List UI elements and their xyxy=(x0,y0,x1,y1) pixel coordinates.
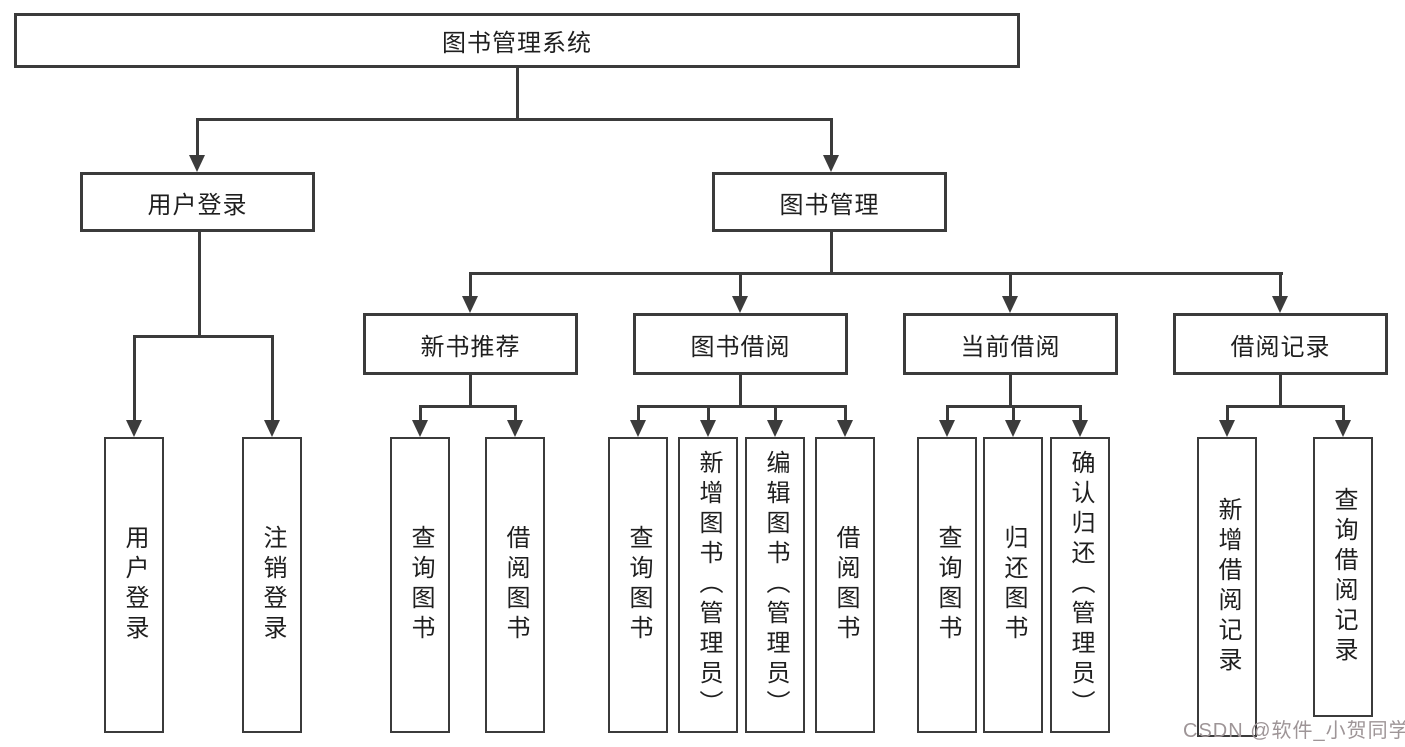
arrowhead-down-icon xyxy=(1005,420,1021,437)
connector-leaf-drop xyxy=(843,405,847,423)
connector-nb-bar xyxy=(418,405,517,408)
leaf-cb-query-books: 查询图书 xyxy=(917,437,977,733)
arrowhead-down-icon xyxy=(412,420,428,437)
arrowhead-down-icon xyxy=(700,420,716,437)
connector-br-stem xyxy=(1278,375,1282,407)
node-borrow-records-label: 借阅记录 xyxy=(1230,333,1331,361)
leaf-cb-return-books-label: 归还图书 xyxy=(1000,525,1027,645)
connector-root-stem xyxy=(515,68,519,120)
connector-leaf-drop xyxy=(636,405,640,423)
leaf-br-query-record: 查询借阅记录 xyxy=(1313,437,1373,717)
leaf-nb-query-books-label: 查询图书 xyxy=(407,525,434,645)
leaf-cb-confirm-return-admin-label: 确认归还（管理员） xyxy=(1067,450,1094,720)
leaf-logout-label: 注销登录 xyxy=(259,525,286,645)
arrowhead-down-icon xyxy=(939,420,955,437)
connector-br-bar xyxy=(1225,405,1345,408)
connector-leaf-drop xyxy=(132,335,136,423)
node-new-book-recommend-label: 新书推荐 xyxy=(420,333,521,361)
connector-l3-drop xyxy=(468,272,472,299)
node-current-borrowing-label: 当前借阅 xyxy=(960,333,1061,361)
arrowhead-down-icon xyxy=(189,155,205,172)
arrowhead-down-icon xyxy=(1219,420,1235,437)
leaf-bb-edit-books-admin-label: 编辑图书（管理员） xyxy=(762,450,789,720)
connector-book-stem xyxy=(829,232,833,275)
connector-leaf-drop xyxy=(1341,405,1345,423)
leaf-bb-edit-books-admin: 编辑图书（管理员） xyxy=(745,437,805,733)
leaf-br-add-record-label: 新增借阅记录 xyxy=(1214,497,1241,677)
leaf-user-login-label: 用户登录 xyxy=(121,525,148,645)
arrowhead-down-icon xyxy=(767,420,783,437)
leaf-nb-borrow-books: 借阅图书 xyxy=(485,437,545,733)
connector-level1-bar xyxy=(195,118,833,121)
node-book-management: 图书管理 xyxy=(712,172,947,232)
leaf-cb-confirm-return-admin: 确认归还（管理员） xyxy=(1050,437,1110,733)
connector-user-stem xyxy=(197,232,201,337)
arrowhead-down-icon xyxy=(630,420,646,437)
watermark-text: CSDN @软件_小贺同学 xyxy=(1183,720,1405,742)
node-book-borrowing: 图书借阅 xyxy=(633,313,848,375)
connector-book-mgmt-drop xyxy=(829,118,833,158)
node-book-management-label: 图书管理 xyxy=(779,191,880,219)
node-user-login-label: 用户登录 xyxy=(147,191,248,219)
connector-nb-stem xyxy=(468,375,472,407)
node-borrow-records: 借阅记录 xyxy=(1173,313,1388,375)
connector-l3-drop xyxy=(738,272,742,299)
connector-leaf-drop xyxy=(513,405,517,423)
connector-leaf-drop xyxy=(418,405,422,423)
connector-leaf-drop xyxy=(1078,405,1082,423)
connector-l3-drop xyxy=(1008,272,1012,299)
arrowhead-down-icon xyxy=(126,420,142,437)
arrowhead-down-icon xyxy=(732,296,748,313)
arrowhead-down-icon xyxy=(1072,420,1088,437)
node-new-book-recommend: 新书推荐 xyxy=(363,313,578,375)
leaf-nb-borrow-books-label: 借阅图书 xyxy=(502,525,529,645)
leaf-bb-add-books-admin: 新增图书（管理员） xyxy=(678,437,738,733)
connector-user-bar xyxy=(132,335,274,338)
connector-level3-bar xyxy=(468,272,1283,275)
connector-bb-bar xyxy=(636,405,847,408)
arrowhead-down-icon xyxy=(507,420,523,437)
leaf-cb-query-books-label: 查询图书 xyxy=(934,525,961,645)
leaf-bb-borrow-books-label: 借阅图书 xyxy=(832,525,859,645)
leaf-cb-return-books: 归还图书 xyxy=(983,437,1043,733)
node-library-system-label: 图书管理系统 xyxy=(442,30,592,57)
leaf-br-add-record: 新增借阅记录 xyxy=(1197,437,1257,737)
node-user-login: 用户登录 xyxy=(80,172,315,232)
connector-user-login-drop xyxy=(195,118,199,158)
connector-leaf-drop xyxy=(270,335,274,423)
node-book-borrowing-label: 图书借阅 xyxy=(690,333,791,361)
arrowhead-down-icon xyxy=(837,420,853,437)
connector-l3-drop xyxy=(1278,272,1282,299)
arrowhead-down-icon xyxy=(462,296,478,313)
leaf-bb-borrow-books: 借阅图书 xyxy=(815,437,875,733)
arrowhead-down-icon xyxy=(1002,296,1018,313)
connector-leaf-drop xyxy=(773,405,777,423)
leaf-user-login: 用户登录 xyxy=(104,437,164,733)
connector-bb-stem xyxy=(738,375,742,407)
arrowhead-down-icon xyxy=(1335,420,1351,437)
node-library-system: 图书管理系统 xyxy=(14,13,1020,68)
leaf-logout: 注销登录 xyxy=(242,437,302,733)
arrowhead-down-icon xyxy=(1272,296,1288,313)
leaf-bb-query-books: 查询图书 xyxy=(608,437,668,733)
connector-leaf-drop xyxy=(1011,405,1015,423)
leaf-bb-add-books-admin-label: 新增图书（管理员） xyxy=(695,450,722,720)
arrowhead-down-icon xyxy=(823,155,839,172)
connector-leaf-drop xyxy=(945,405,949,423)
node-current-borrowing: 当前借阅 xyxy=(903,313,1118,375)
leaf-br-query-record-label: 查询借阅记录 xyxy=(1330,487,1357,667)
leaf-nb-query-books: 查询图书 xyxy=(390,437,450,733)
connector-leaf-drop xyxy=(706,405,710,423)
arrowhead-down-icon xyxy=(264,420,280,437)
leaf-bb-query-books-label: 查询图书 xyxy=(625,525,652,645)
connector-leaf-drop xyxy=(1225,405,1229,423)
connector-cb-stem xyxy=(1008,375,1012,407)
